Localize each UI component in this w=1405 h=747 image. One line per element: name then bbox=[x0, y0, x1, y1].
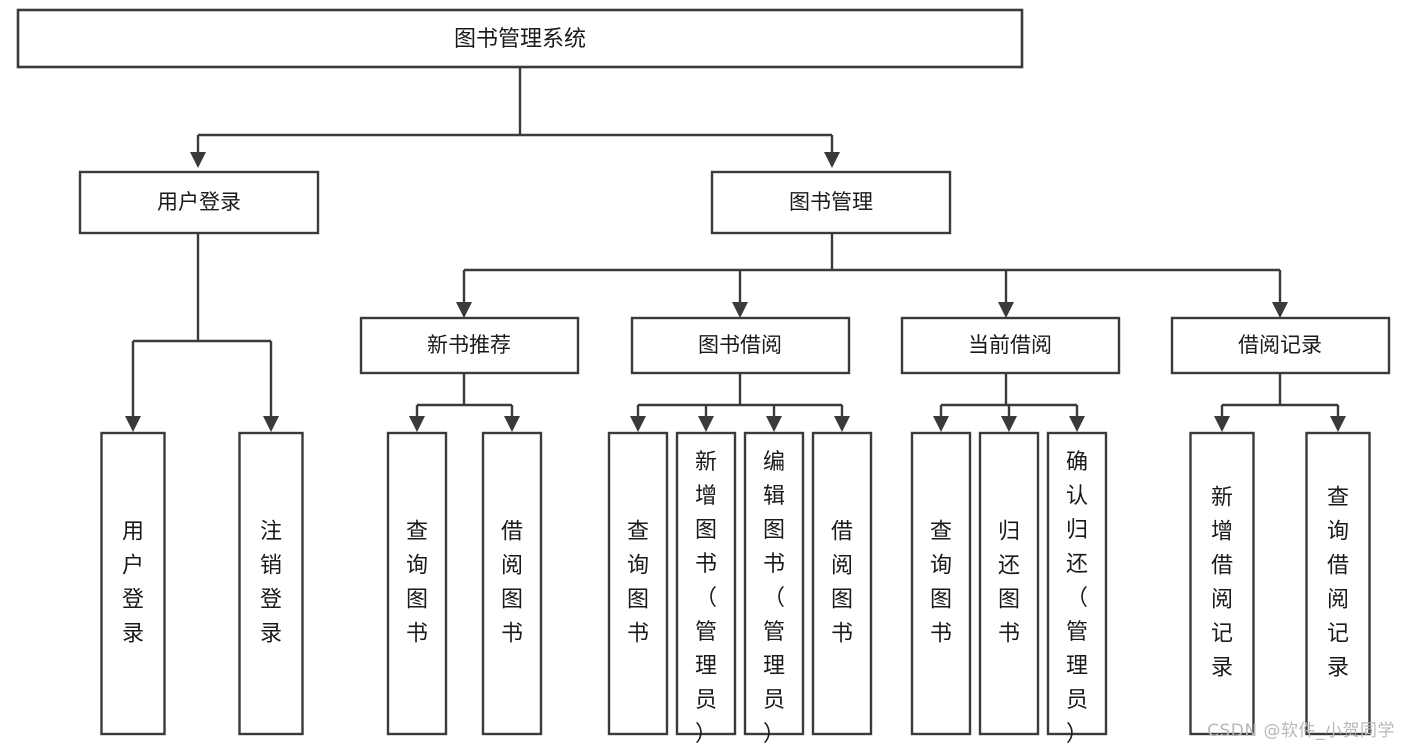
node-leaf-query-record[interactable]: 查询借阅记录 bbox=[1305, 431, 1371, 736]
leaf-logout-login-box-rect bbox=[238, 431, 304, 736]
connector-group-user-login bbox=[125, 233, 279, 432]
node-leaf-confirm-return[interactable]: 确认归还（管理员） bbox=[1046, 431, 1108, 747]
borrow-record-label: 借阅记录 bbox=[1238, 333, 1322, 357]
arrow-bm-to-current-borrow bbox=[998, 302, 1014, 318]
node-leaf-logout-login[interactable]: 注销登录 bbox=[238, 431, 304, 736]
leaf-query-record-box-rect bbox=[1305, 431, 1371, 736]
leaf-query-book-1-label: 查询图书 bbox=[406, 520, 428, 647]
book-borrow-label: 图书借阅 bbox=[698, 333, 782, 357]
arrow-root-to-user-login bbox=[190, 152, 206, 168]
leaf-add-record-label: 新增借阅记录 bbox=[1211, 486, 1233, 681]
arrow-bm-to-borrow-record bbox=[1272, 302, 1288, 318]
node-leaf-add-record[interactable]: 新增借阅记录 bbox=[1189, 431, 1255, 736]
node-leaf-borrow-book-2[interactable]: 借阅图书 bbox=[811, 431, 873, 736]
arrow-cb-leaf-2 bbox=[1001, 416, 1017, 432]
new-book-recommend-label: 新书推荐 bbox=[427, 333, 511, 357]
leaf-logout-login-label: 注销登录 bbox=[260, 520, 282, 647]
leaf-return-book-label: 归还图书 bbox=[998, 520, 1020, 647]
leaf-query-book-1-box-rect bbox=[386, 431, 448, 736]
arrow-bm-to-book-borrow bbox=[732, 302, 748, 318]
connector-group-new-book-recommend bbox=[409, 373, 520, 432]
node-borrow-record[interactable]: 借阅记录 bbox=[1170, 316, 1391, 375]
leaf-query-book-2-box-rect bbox=[607, 431, 669, 736]
node-new-book-recommend[interactable]: 新书推荐 bbox=[359, 316, 580, 375]
node-user-login[interactable]: 用户登录 bbox=[78, 170, 320, 235]
node-leaf-add-book[interactable]: 新增图书（管理员） bbox=[675, 431, 737, 747]
arrow-cb-leaf-3 bbox=[1069, 416, 1085, 432]
connector-group-borrow-record bbox=[1214, 373, 1346, 432]
arrow-bb-leaf-1 bbox=[630, 416, 646, 432]
leaf-add-book-label: 新增图书（管理员） bbox=[695, 450, 717, 747]
node-root[interactable]: 图书管理系统 bbox=[16, 8, 1024, 69]
user-login-label: 用户登录 bbox=[157, 190, 241, 214]
leaf-edit-book-box-rect bbox=[743, 431, 805, 736]
watermark: CSDN @软件_小贺同学 bbox=[1207, 721, 1395, 741]
arrow-bb-leaf-3 bbox=[766, 416, 782, 432]
leaf-borrow-book-2-box-rect bbox=[811, 431, 873, 736]
connector-group-current-borrow bbox=[933, 373, 1085, 432]
connector-group-root bbox=[190, 67, 840, 168]
node-leaf-edit-book[interactable]: 编辑图书（管理员） bbox=[743, 431, 805, 747]
leaf-query-book-2-label: 查询图书 bbox=[627, 520, 649, 647]
arrow-nbr-leaf-1 bbox=[409, 416, 425, 432]
leaf-query-book-3-box-rect bbox=[910, 431, 972, 736]
leaf-user-login-box-rect bbox=[100, 431, 166, 736]
new-book-recommend-box-rect bbox=[359, 316, 580, 375]
connector-group-book-management bbox=[456, 233, 1288, 318]
root-label: 图书管理系统 bbox=[454, 27, 586, 52]
arrow-bm-to-new-book-recommend bbox=[456, 302, 472, 318]
leaf-query-record-label: 查询借阅记录 bbox=[1327, 486, 1349, 681]
book-management-label: 图书管理 bbox=[789, 190, 873, 214]
leaf-add-book-box-rect bbox=[675, 431, 737, 736]
arrow-user-login-leaf-1 bbox=[125, 416, 141, 432]
user-login-box-rect bbox=[78, 170, 320, 235]
leaf-borrow-book-1-box-rect bbox=[481, 431, 543, 736]
arrow-br-leaf-2 bbox=[1330, 416, 1346, 432]
arrow-br-leaf-1 bbox=[1214, 416, 1230, 432]
current-borrow-box-rect bbox=[900, 316, 1121, 375]
leaf-confirm-return-label: 确认归还（管理员） bbox=[1066, 450, 1088, 747]
arrow-nbr-leaf-2 bbox=[504, 416, 520, 432]
node-leaf-query-book-2[interactable]: 查询图书 bbox=[607, 431, 669, 736]
connector-group-book-borrow bbox=[630, 373, 850, 432]
node-book-borrow[interactable]: 图书借阅 bbox=[630, 316, 851, 375]
book-borrow-box-rect bbox=[630, 316, 851, 375]
leaf-add-record-box-rect bbox=[1189, 431, 1255, 736]
arrow-cb-leaf-1 bbox=[933, 416, 949, 432]
leaf-edit-book-label: 编辑图书（管理员） bbox=[763, 450, 785, 747]
leaf-return-book-box-rect bbox=[978, 431, 1040, 736]
leaf-borrow-book-1-label: 借阅图书 bbox=[501, 520, 523, 647]
leaf-query-book-3-label: 查询图书 bbox=[930, 520, 952, 647]
node-book-management[interactable]: 图书管理 bbox=[710, 170, 952, 235]
node-leaf-user-login[interactable]: 用户登录 bbox=[100, 431, 166, 736]
arrow-user-login-leaf-2 bbox=[263, 416, 279, 432]
arrow-bb-leaf-2 bbox=[698, 416, 714, 432]
node-leaf-borrow-book-1[interactable]: 借阅图书 bbox=[481, 431, 543, 736]
leaf-user-login-label: 用户登录 bbox=[122, 520, 144, 647]
leaf-node-layer: 用户登录 注销登录 查询图书 借阅图书 查询图书 新增图书（管理员） 编辑图书（管理员） 借阅… bbox=[100, 431, 1371, 747]
borrow-record-box-rect bbox=[1170, 316, 1391, 375]
current-borrow-label: 当前借阅 bbox=[968, 333, 1052, 357]
node-current-borrow[interactable]: 当前借阅 bbox=[900, 316, 1121, 375]
root-box-rect bbox=[16, 8, 1024, 69]
arrow-root-to-book-management bbox=[824, 152, 840, 168]
node-leaf-query-book-1[interactable]: 查询图书 bbox=[386, 431, 448, 736]
leaf-confirm-return-box-rect bbox=[1046, 431, 1108, 736]
leaf-borrow-book-2-label: 借阅图书 bbox=[831, 520, 853, 647]
node-leaf-return-book[interactable]: 归还图书 bbox=[978, 431, 1040, 736]
arrow-bb-leaf-4 bbox=[834, 416, 850, 432]
node-leaf-query-book-3[interactable]: 查询图书 bbox=[910, 431, 972, 736]
book-management-box-rect bbox=[710, 170, 952, 235]
